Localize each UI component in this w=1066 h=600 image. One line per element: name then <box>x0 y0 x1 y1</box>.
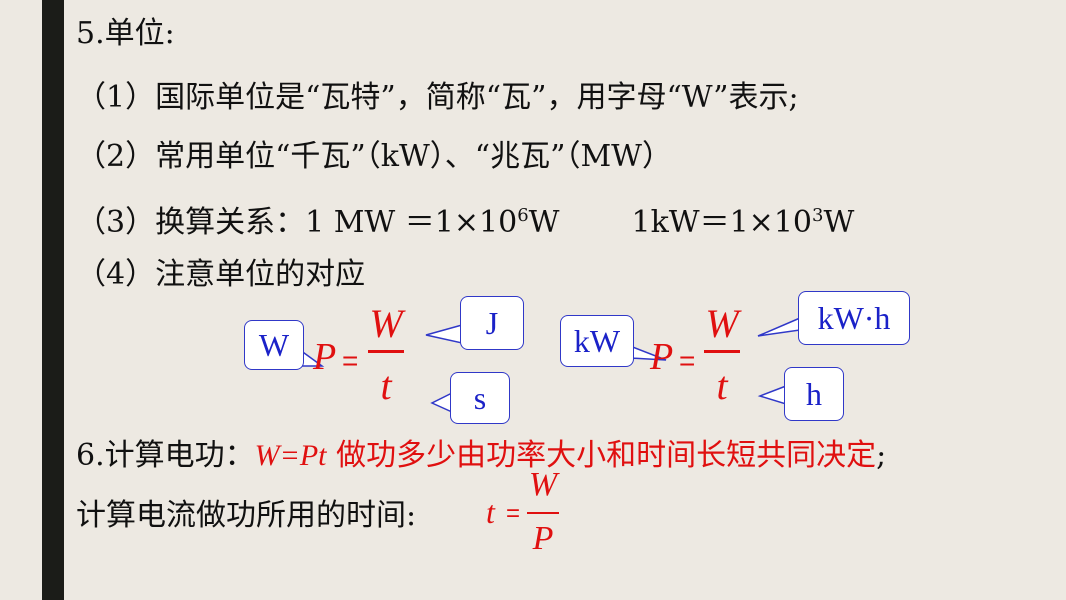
item-1-text: 国际单位是“瓦特”，简称“瓦”，用字母“W”表示; <box>155 80 799 115</box>
time-formula-denominator: P <box>532 520 554 557</box>
callout-unit-kw: kW <box>560 315 634 367</box>
formula-right-numerator: W <box>705 301 739 346</box>
section-6-line: 6.计算电功：W=Pt 做功多少由功率大小和时间长短共同决定; <box>76 436 886 476</box>
item-2: （2）常用单位“千瓦”（kW）、“兆瓦”（MW） <box>76 137 672 177</box>
item-4-number: （4） <box>76 257 156 292</box>
item-3-text-c: 1kW＝1×10 <box>631 205 813 240</box>
item-1-number: （1） <box>76 80 156 115</box>
time-formula-numerator: W <box>528 466 558 503</box>
time-formula-equals: = <box>506 500 521 527</box>
callout-unit-j: J <box>460 296 524 350</box>
time-line: 计算电流做功所用的时间: <box>76 496 416 536</box>
item-2-text: 常用单位“千瓦”（kW）、“兆瓦”（MW） <box>155 139 673 174</box>
formula-left-numerator: W <box>369 301 403 346</box>
item-3-exp-c: 3 <box>812 205 824 226</box>
callout-unit-s: s <box>450 372 510 424</box>
formula-left-equals: = <box>342 345 359 376</box>
callout-unit-h: h <box>784 367 844 421</box>
formula-left-fraction-bar <box>368 350 404 353</box>
item-3-text-a: 换算关系：1 MW ＝1×10 <box>155 205 518 240</box>
time-line-prefix: 计算电流做功所用的时间: <box>76 498 417 533</box>
callout-unit-kwh: kW·h <box>798 291 910 345</box>
left-accent-bar <box>42 0 64 600</box>
item-2-number: （2） <box>76 139 156 174</box>
section-6-description: 做功多少由功率大小和时间长短共同决定 <box>326 438 877 473</box>
item-4-text: 注意单位的对应 <box>155 257 366 292</box>
section-6-prefix: 6.计算电功： <box>76 438 255 473</box>
item-1: （1）国际单位是“瓦特”，简称“瓦”，用字母“W”表示; <box>76 78 799 118</box>
time-formula-lhs: t <box>486 494 495 530</box>
formula-left-denominator: t <box>380 363 392 408</box>
section-6-formula: W=Pt <box>254 439 327 472</box>
formula-right-equals: = <box>679 345 696 376</box>
item-3-text-d: W <box>823 205 855 240</box>
item-3-number: （3） <box>76 205 156 240</box>
section-6-end: ; <box>876 438 887 473</box>
callout-unit-w: W <box>244 320 304 370</box>
formula-right-lhs: P <box>650 336 674 378</box>
time-formula-fraction-bar <box>527 512 559 514</box>
formula-left-lhs: P <box>313 336 337 378</box>
formula-right-denominator: t <box>716 363 728 408</box>
formula-right-fraction-bar <box>704 350 740 353</box>
item-3-exp-a: 6 <box>517 205 529 226</box>
item-4: （4）注意单位的对应 <box>76 255 365 295</box>
heading-units: 5.单位: <box>76 16 175 51</box>
item-3-text-b: W <box>528 205 560 240</box>
